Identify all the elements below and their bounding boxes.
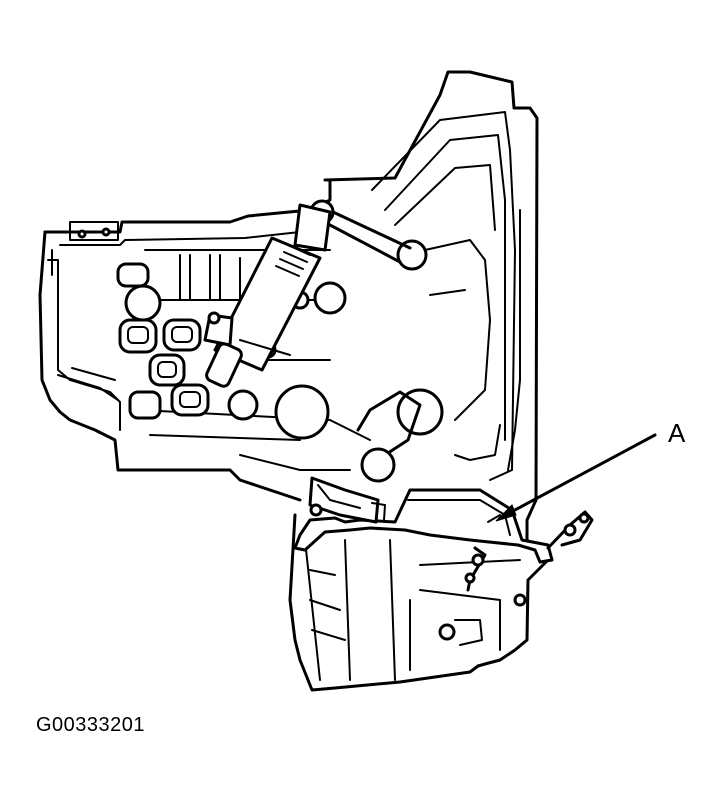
case-bosses xyxy=(116,239,444,440)
bellhousing xyxy=(323,70,550,668)
figure-id-label: G00333201 xyxy=(36,714,146,736)
callout-leader-line xyxy=(498,433,657,520)
callout-arrowhead xyxy=(495,504,517,522)
callout-label-a: A xyxy=(668,418,686,448)
transaxle-case xyxy=(38,180,371,502)
lower-case xyxy=(288,513,527,692)
clutch-release-assembly xyxy=(203,199,422,483)
bracket-a xyxy=(293,476,594,592)
